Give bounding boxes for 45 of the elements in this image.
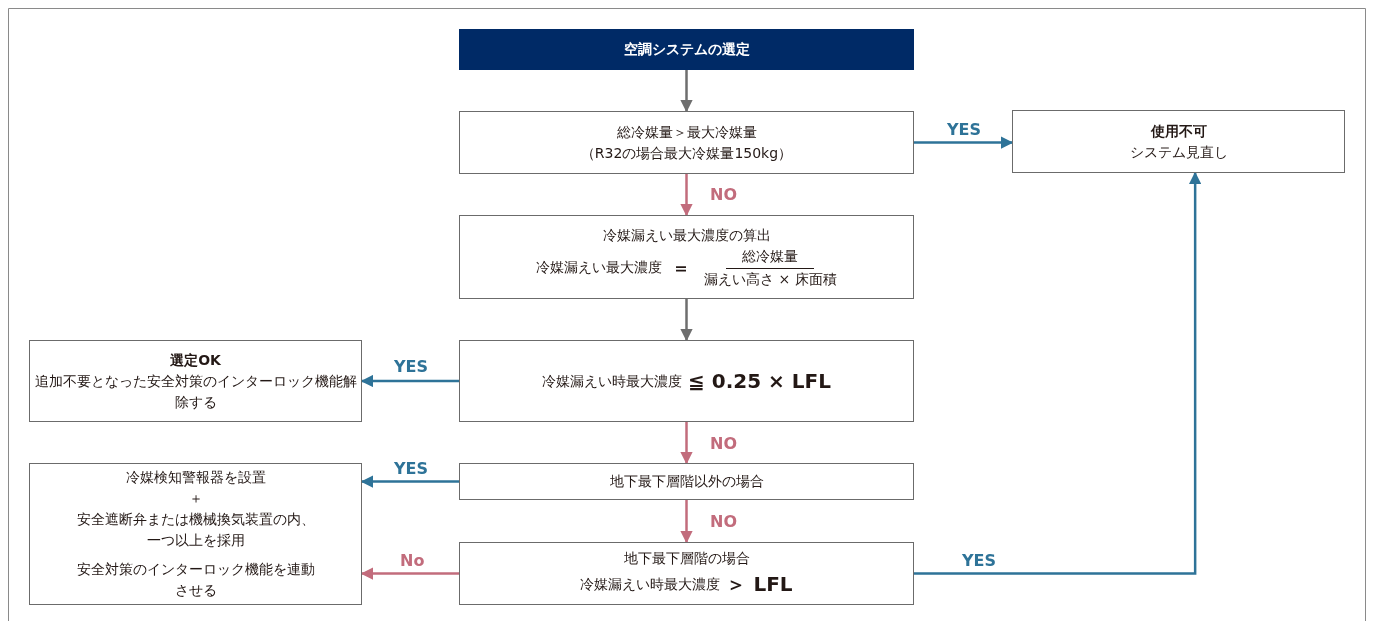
box-text: 冷媒漏えい時最大濃度 [542, 371, 683, 391]
arrow [680, 422, 693, 465]
arrow [360, 567, 459, 580]
arrow [680, 500, 693, 544]
box-text: 追加不要となった安全対策のインターロック機能解除する [33, 371, 358, 412]
arrow [914, 171, 1202, 575]
arrow [680, 70, 693, 113]
process-box [29, 340, 362, 422]
box-text: システム見直し [1129, 142, 1228, 162]
box-text: 冷媒漏えい最大濃度の算出 [602, 225, 771, 245]
process-box [459, 463, 914, 500]
box-text: 漏えい高さ × 床面積 [704, 269, 837, 289]
arrow [680, 174, 693, 217]
box-text: 安全遮断弁または機械換気装置の内、一つ以上を採用 [75, 510, 316, 550]
box-text: 冷媒検知警報器を設置 [125, 468, 266, 487]
process-box [1012, 110, 1345, 173]
box-text: 空調システムの選定 [623, 40, 750, 59]
arrow [680, 299, 693, 342]
process-box [29, 463, 362, 605]
box-text: 総冷媒量 [726, 245, 815, 269]
process-box [459, 542, 914, 605]
box-text: 選定OK [170, 350, 221, 370]
edge-label: NO [708, 436, 739, 452]
box-text: 地下最下層階以外の場合 [609, 472, 764, 491]
box-text: 冷媒漏えい最大濃度 [536, 258, 663, 277]
edge-label: NO [708, 187, 739, 203]
box-text: 安全対策のインターロック機能を連動させる [75, 560, 316, 600]
edge-label: NO [708, 514, 739, 530]
box-text: 使用不可 [1150, 121, 1207, 141]
title-box [459, 29, 914, 70]
box-text: 地下最下層階の場合 [623, 549, 750, 568]
arrow [360, 374, 459, 388]
box-text: 総冷媒量＞最大冷媒量 [616, 122, 757, 142]
process-box [459, 111, 914, 174]
arrow [914, 136, 1014, 149]
box-text: ＞ LFL [726, 571, 793, 598]
box-text: ＋ [188, 489, 203, 508]
box-text: ≦ 0.25 × LFL [688, 368, 831, 395]
box-text: （R32の場合最大冷媒量150kg） [580, 143, 793, 163]
box-text: 冷媒漏えい時最大濃度 [580, 574, 721, 594]
edge-label: No [398, 553, 427, 569]
process-box [459, 215, 914, 299]
process-box [459, 340, 914, 422]
arrow [360, 475, 459, 488]
box-text: ＝ [672, 256, 691, 280]
